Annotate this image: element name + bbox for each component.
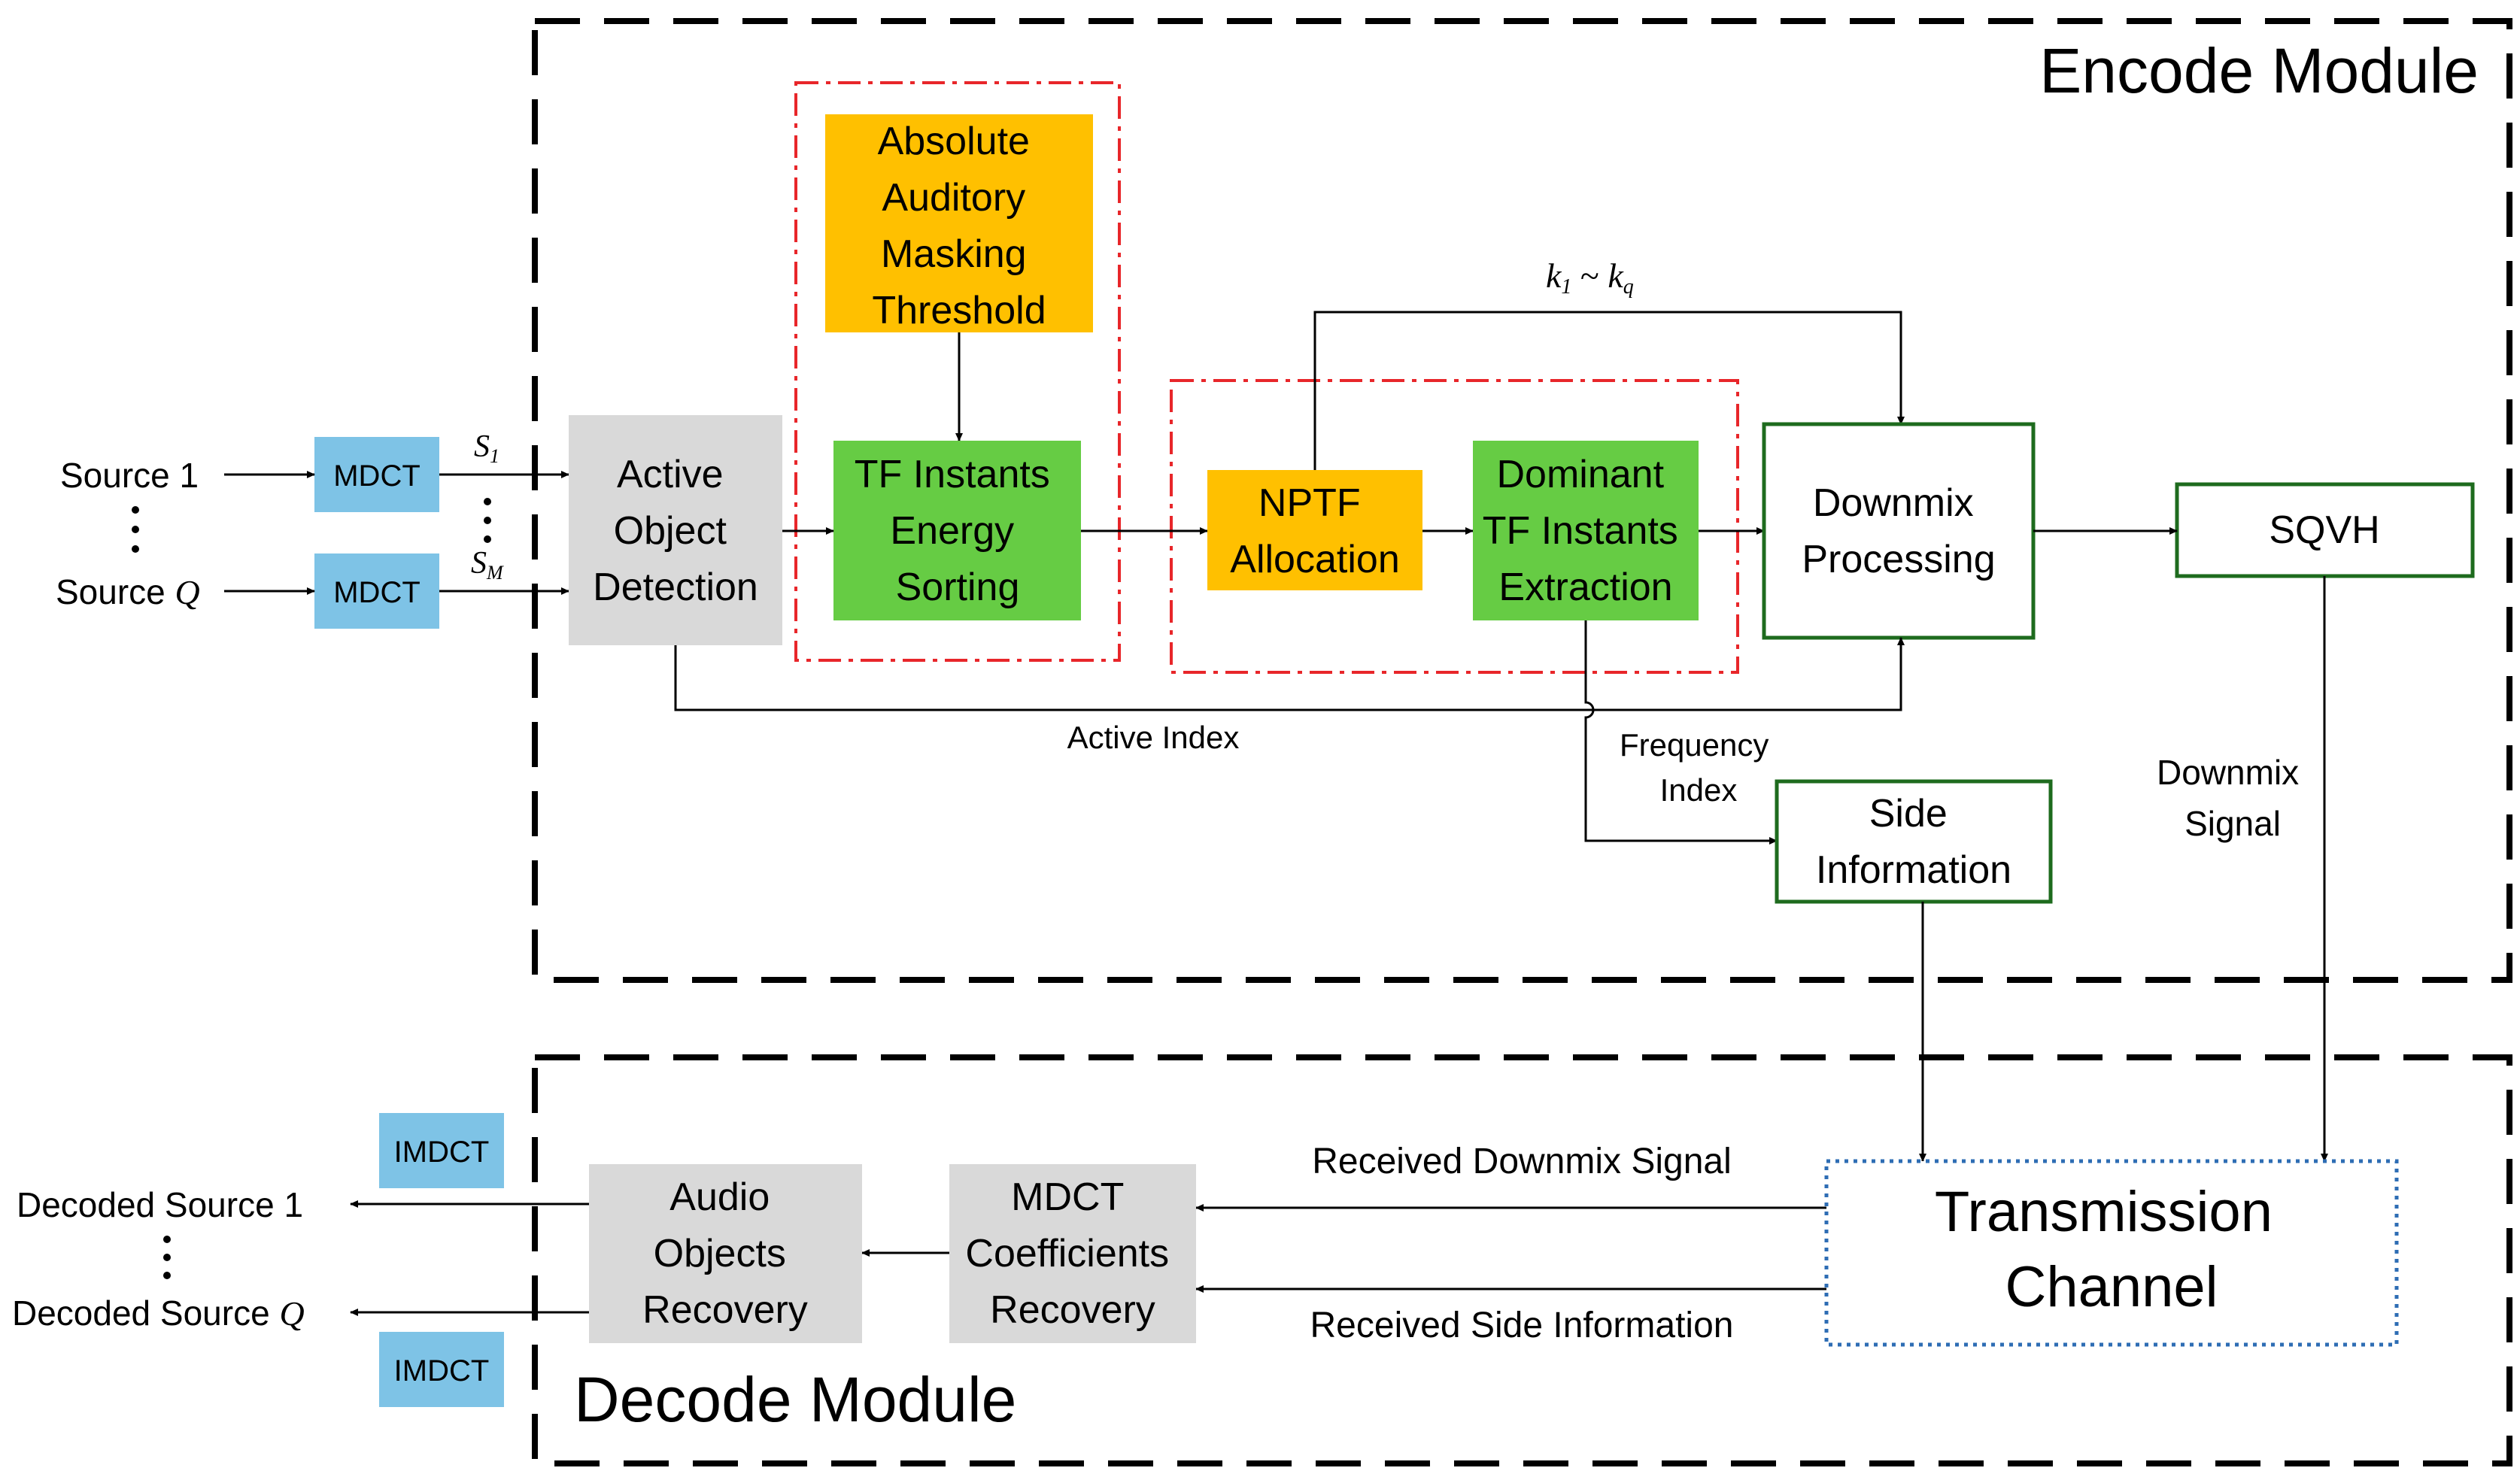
- mdct-coefficients-recovery-box: [949, 1164, 1196, 1343]
- masking-threshold-label: Absolute Auditory Masking Threshold: [872, 120, 1046, 332]
- mdct-coefficients-recovery-label: MDCT Coefficients Recovery: [965, 1175, 1180, 1332]
- mdct-label-q: MDCT: [333, 576, 421, 609]
- mdct-box-1: [314, 437, 439, 512]
- source-1-label: Source 1: [60, 456, 199, 495]
- side-information-box: [1775, 779, 2053, 904]
- imdct-label-q: IMDCT: [394, 1354, 490, 1388]
- tf-extraction-label: Dominant TF Instants Extraction: [1483, 453, 1690, 609]
- energy-sorting-box: [833, 441, 1081, 620]
- path-frequency-index: [1584, 620, 1778, 845]
- tf-extraction-box: [1473, 441, 1699, 620]
- decode-module-frame: [532, 1054, 2512, 1466]
- s1-label: S1: [474, 429, 499, 467]
- sm-label: SM: [471, 546, 504, 584]
- downmix-signal-label: Downmix Signal: [2157, 753, 2309, 843]
- active-index-label: Active Index: [1067, 720, 1240, 755]
- encode-module-title: Encode Module: [2039, 35, 2479, 106]
- nptf-allocation-label: NPTF Allocation: [1230, 481, 1399, 581]
- source-ellipsis: [132, 506, 139, 553]
- k-range-label: k1 ~ kq: [1546, 256, 1634, 299]
- energy-sorting-label: TF Instants Energy Sorting: [855, 453, 1061, 609]
- masking-threshold-box: [825, 114, 1093, 332]
- nptf-allocation-box: [1207, 470, 1422, 590]
- received-downmix-label: Received Downmix Signal: [1312, 1142, 1732, 1181]
- audio-objects-recovery-box: [589, 1164, 862, 1343]
- transmission-channel-label: Transmission Channel: [1935, 1180, 2288, 1319]
- decoded-source-q-label: Decoded Source Q: [12, 1293, 305, 1333]
- imdct-box-q: [379, 1332, 504, 1407]
- downmix-processing-label: Downmix Processing: [1802, 481, 1995, 581]
- source-q-label: Source Q: [56, 572, 200, 611]
- signal-ellipsis: [484, 498, 491, 543]
- decoded-ellipsis: [163, 1236, 171, 1279]
- transmission-channel-box: [1824, 1159, 2399, 1347]
- nptf-extraction-group: [1170, 379, 1739, 674]
- active-object-detection-label: Active Object Detection: [593, 453, 758, 609]
- decode-module-title: Decode Module: [574, 1364, 1016, 1435]
- received-sideinfo-label: Received Side Information: [1310, 1306, 1734, 1345]
- path-active-index: [674, 637, 1905, 711]
- downmix-processing-box: [1762, 422, 2036, 640]
- sqvh-box: [2175, 482, 2475, 578]
- path-k-range: [1313, 311, 1905, 470]
- mdct-box-q: [314, 553, 439, 629]
- decoded-source-1-label: Decoded Source 1: [17, 1185, 303, 1224]
- side-information-label: Side Information: [1816, 792, 2011, 892]
- encode-module-frame: [532, 18, 2512, 983]
- mdct-label-1: MDCT: [333, 459, 421, 493]
- frequency-index-label: Frequency Index: [1620, 727, 1778, 808]
- active-object-detection-box: [569, 415, 782, 645]
- energy-sorting-group: [794, 81, 1121, 662]
- imdct-label-1: IMDCT: [394, 1136, 490, 1169]
- sqvh-label: SQVH: [2269, 508, 2379, 552]
- audio-objects-recovery-label: Audio Objects Recovery: [642, 1175, 808, 1332]
- imdct-box-1: [379, 1113, 504, 1188]
